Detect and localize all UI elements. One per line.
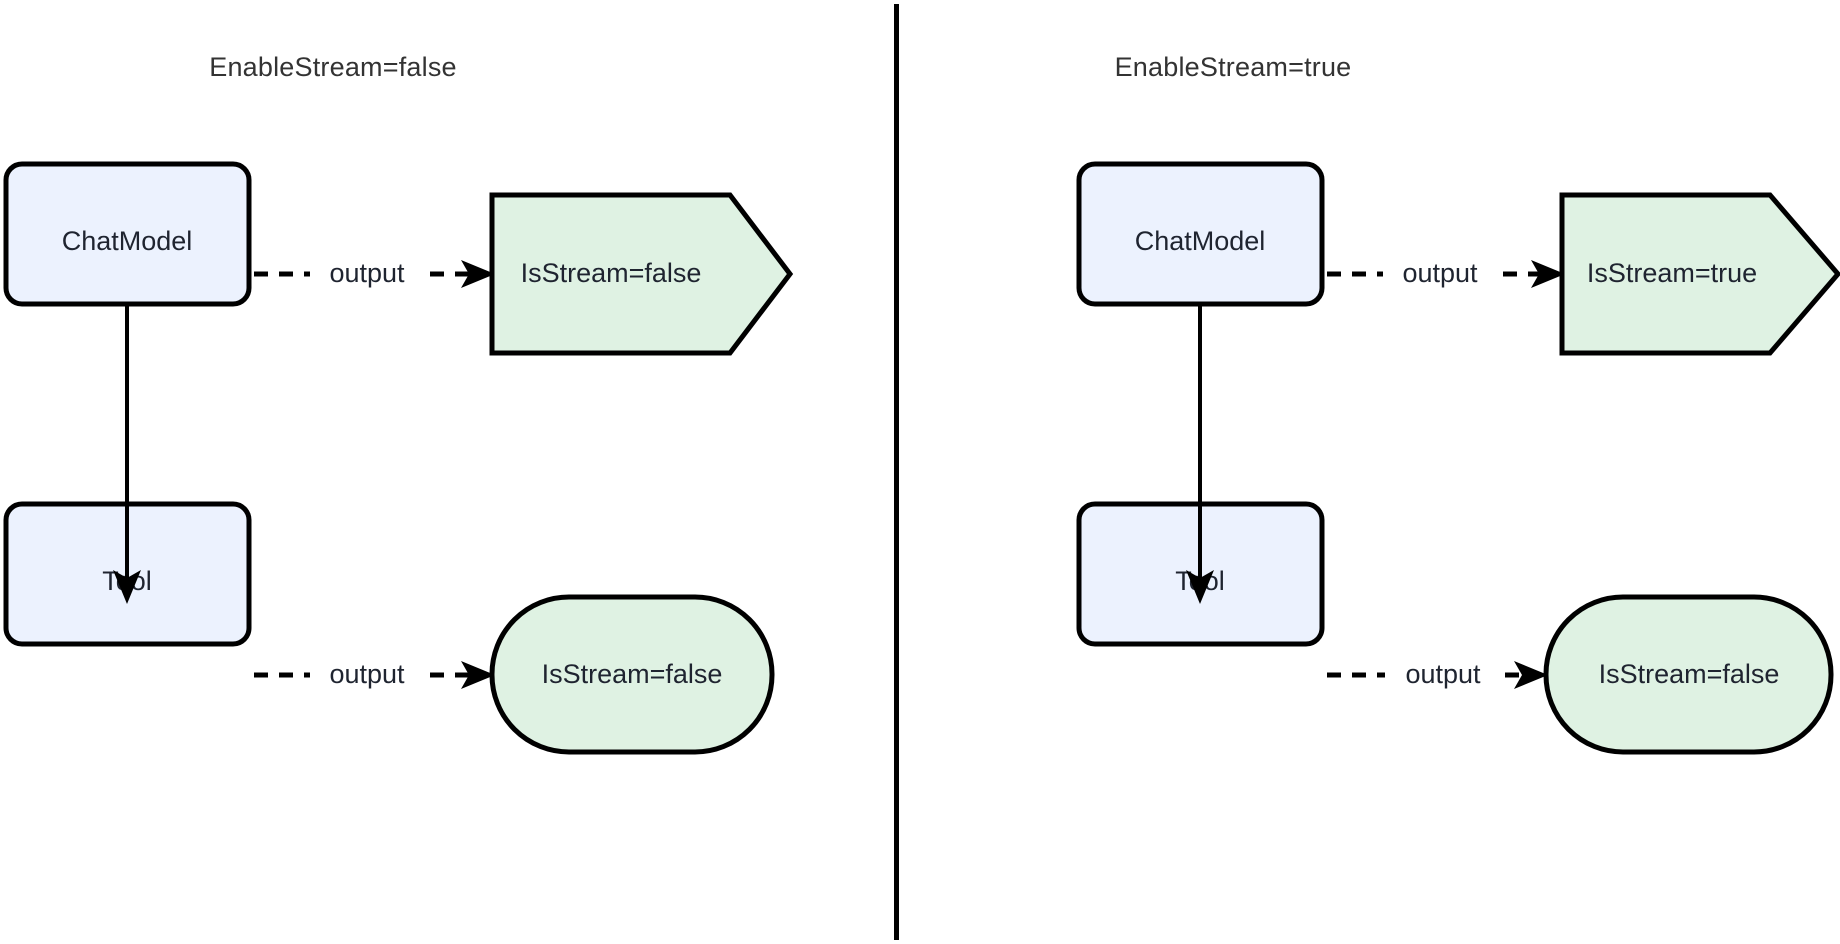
edge-chatmodel-to-tool-right (1186, 306, 1214, 604)
panel-divider (894, 4, 899, 940)
arrow-head-chatmodel-result-left (461, 260, 495, 288)
tool-result-stadium-right (1543, 594, 1834, 755)
node-chatmodel-left: ChatModel (3, 161, 252, 307)
node-chat-result-left: IsStream=false (489, 192, 794, 356)
edge-label-output-chatmodel-left: output (329, 258, 405, 288)
edge-chatmodel-to-result-right: output (1327, 258, 1565, 288)
edge-label-output-chatmodel-right: output (1402, 258, 1478, 288)
chatmodel-label-left: ChatModel (62, 226, 193, 256)
arrow-head-chatmodel-tool-left (113, 570, 141, 604)
chat-result-label-right: IsStream=true (1587, 258, 1757, 288)
edge-tool-to-result-right: output (1327, 659, 1548, 689)
chat-result-flag-left (489, 192, 794, 356)
node-chat-result-right: IsStream=true (1559, 192, 1840, 356)
panel-title-right: EnableStream=true (1114, 52, 1352, 82)
chatmodel-box-left (3, 161, 252, 307)
node-chatmodel-right: ChatModel (1076, 161, 1325, 307)
edge-label-output-tool-right: output (1405, 659, 1481, 689)
chatmodel-label-right: ChatModel (1135, 226, 1266, 256)
tool-result-label-left: IsStream=false (542, 659, 723, 689)
edge-tool-to-result-left: output (254, 659, 495, 689)
arrow-head-tool-result-left (461, 661, 495, 689)
arrow-head-chatmodel-tool-right (1186, 570, 1214, 604)
panel-title-left: EnableStream=false (209, 52, 457, 82)
tool-result-label-right: IsStream=false (1599, 659, 1780, 689)
node-tool-result-right: IsStream=false (1543, 594, 1834, 755)
edge-chatmodel-to-tool-left (113, 306, 141, 604)
edge-chatmodel-to-result-left: output (254, 258, 495, 288)
edge-label-output-tool-left: output (329, 659, 405, 689)
node-tool-result-left: IsStream=false (489, 594, 775, 755)
arrow-head-tool-result-right (1514, 661, 1548, 689)
chat-result-flag-right (1559, 192, 1840, 356)
tool-result-stadium-left (489, 594, 775, 755)
chat-result-label-left: IsStream=false (521, 258, 702, 288)
arrow-head-chatmodel-result-right (1531, 260, 1565, 288)
chatmodel-box-right (1076, 161, 1325, 307)
